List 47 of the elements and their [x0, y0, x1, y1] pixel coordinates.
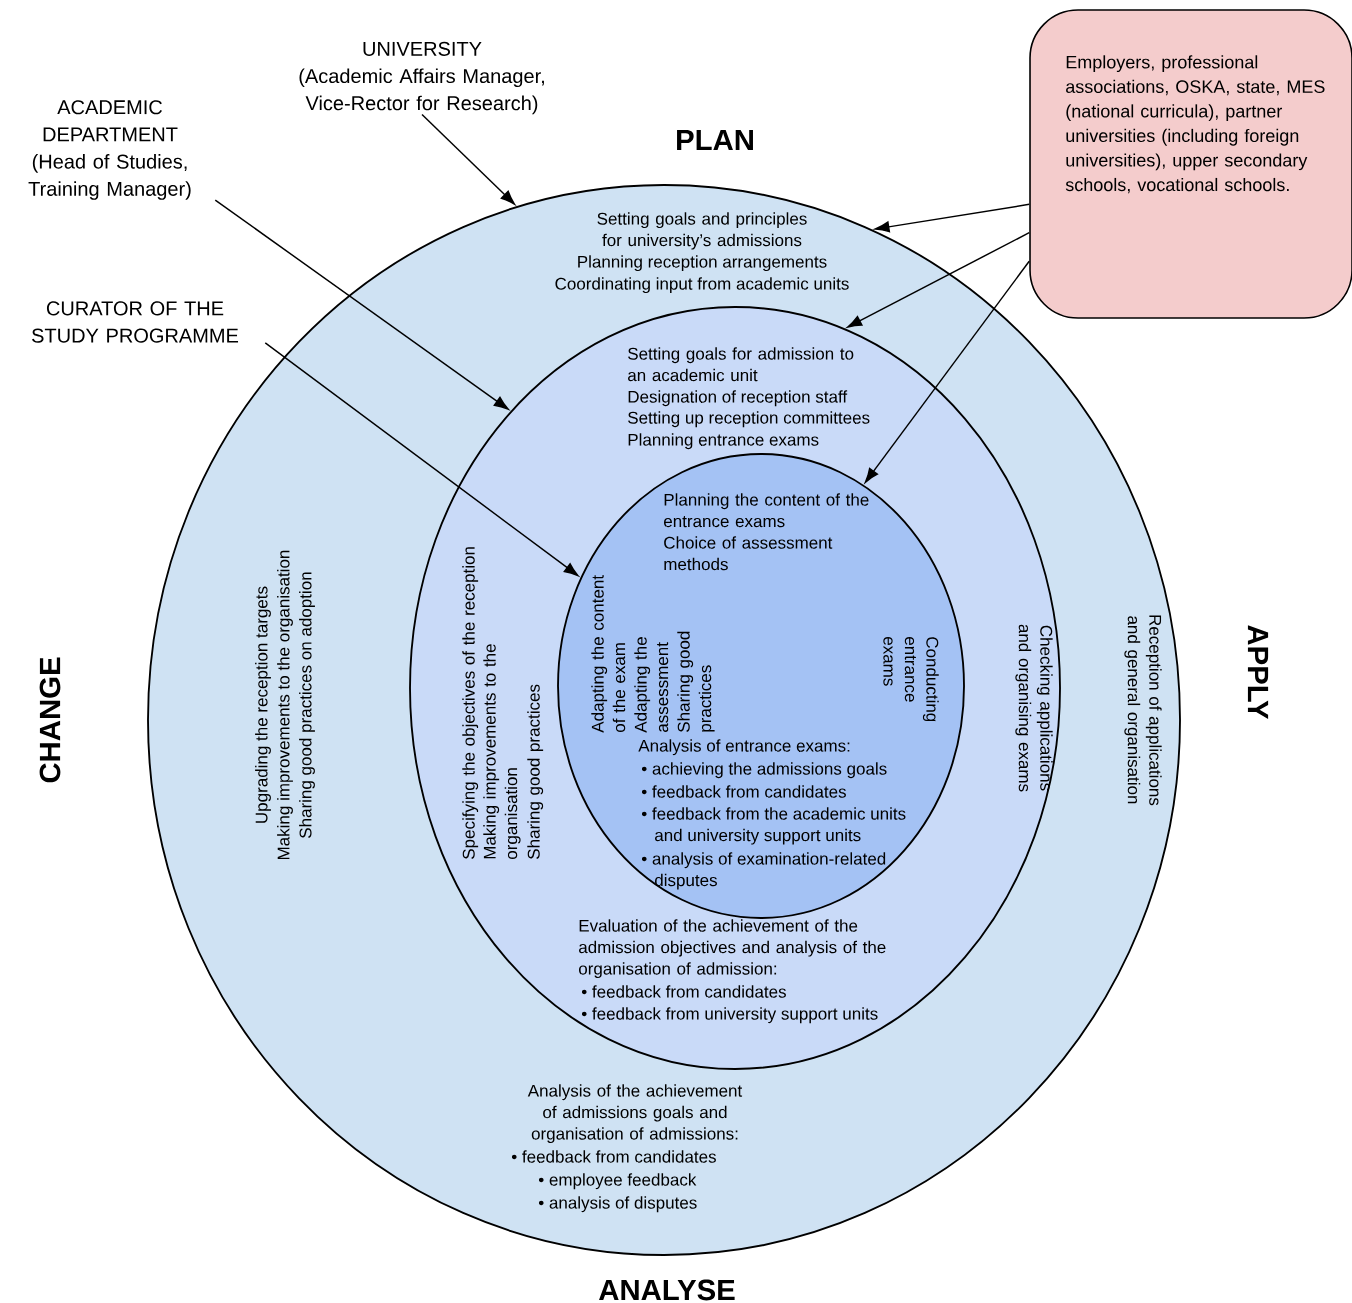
activity-text: Upgrading the reception targets	[255, 586, 271, 823]
role-label: UNIVERSITY (Academic Affairs Manager, Vice-Rector for Research)	[299, 41, 544, 115]
arrow	[864, 260, 1030, 483]
arrow	[264, 342, 579, 577]
arrow	[847, 231, 1030, 328]
activity-text: Analysis of entrance exams:	[638, 739, 850, 756]
activity-text: Evaluation of the achievement of the admission objectives and analysis of the organisation of admission:	[579, 919, 886, 979]
activity-text: Planning the content of the entrance exams	[664, 493, 869, 528]
phase-label: APPLY	[1247, 625, 1269, 720]
stakeholder-box: Employers, professional associations, OSKA, state, MES (national curricula), partner universities (including foreign universities), upper secondary schools, vocational schools.	[1029, 9, 1352, 319]
bullet-item: • feedback from candidates	[581, 985, 786, 998]
bullet-item: • feedback from candidates	[641, 785, 846, 798]
activity-text: Designation of reception staff	[628, 390, 848, 407]
activity-text: Reception of applications and general organisation	[1124, 615, 1162, 806]
role-label: CURATOR OF THE STUDY PROGRAMME	[32, 301, 239, 343]
activity-text: Sharing good practices	[527, 684, 544, 859]
activity-text: Setting goals for admission to an academic unit	[628, 347, 854, 382]
activity-text: Adapting the content of the exam	[591, 575, 626, 733]
activity-text: Setting up reception committees	[628, 411, 870, 428]
phase-label: PLAN	[677, 129, 753, 151]
phase-label: ANALYSE	[599, 1279, 735, 1301]
activity-text: Conducting entrance exams	[883, 637, 939, 722]
activity-text: Analysis of the achievement of admissions goals and organisation of admissions:	[527, 1084, 743, 1144]
phase-label: CHANGE	[39, 657, 61, 783]
activity-text: Sharing good practices	[677, 631, 715, 732]
bullet-item: • feedback from candidates	[511, 1150, 716, 1163]
arrow	[874, 203, 1030, 233]
activity-text: Coordinating input from academic units	[555, 277, 849, 294]
activity-text: Making improvements to the organisation	[483, 644, 521, 860]
bullet-item: • achieving the admissions goals	[641, 762, 887, 779]
bullet-item: • feedback from university support units	[581, 1007, 878, 1024]
bullet-item: • analysis of disputes	[538, 1196, 697, 1213]
bullet-item: • employee feedback	[538, 1173, 697, 1190]
activity-text: Setting goals and principles for university’s admissions	[597, 212, 807, 250]
bullet-item: • analysis of examination-related disputes	[641, 852, 886, 890]
role-label: ACADEMIC DEPARTMENT (Head of Studies, Training Manager)	[28, 100, 191, 200]
bullet-item: • feedback from the academic units and university support units	[641, 807, 906, 845]
activity-text: Adapting the assessment	[634, 637, 669, 733]
activity-text: Planning reception arrangements	[578, 255, 827, 272]
activity-text: Choice of assessment methods	[664, 536, 833, 571]
activity-text: Sharing good practices on adoption	[299, 572, 315, 838]
activity-text: Checking applications and organising exams	[1015, 624, 1053, 792]
activity-text: Planning entrance exams	[628, 433, 819, 450]
arrow	[214, 199, 509, 410]
activity-text: Making improvements to the organisation	[277, 550, 293, 860]
arrow	[421, 113, 516, 205]
activity-text: Specifying the objectives of the reception	[462, 547, 479, 859]
